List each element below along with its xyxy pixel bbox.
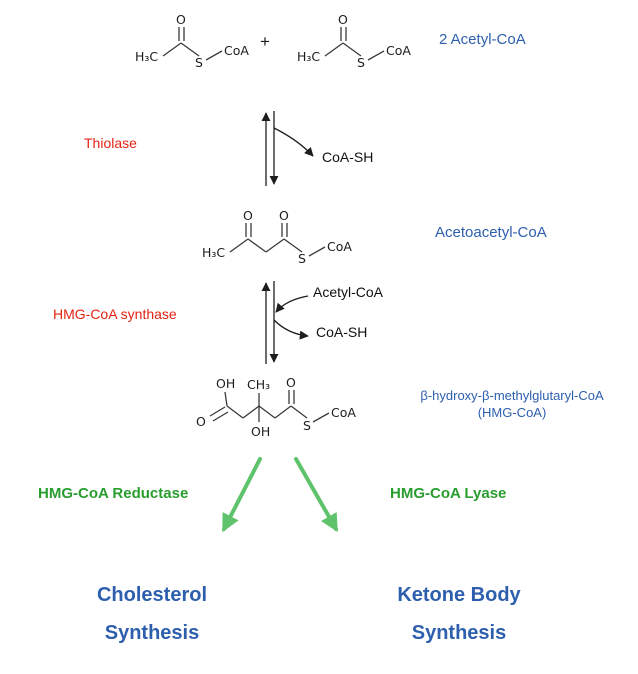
- enzyme-label-synthase: HMG-CoA synthase: [53, 306, 177, 322]
- byproduct-curved-arrow: [273, 127, 314, 157]
- substrate-label: 2 Acetyl-CoA: [439, 31, 526, 48]
- bond-lines: [229, 223, 326, 257]
- right-branch-arrow: [294, 457, 338, 533]
- outcome-right-line1: Ketone Body: [397, 584, 521, 606]
- branch-arrows: [222, 457, 338, 533]
- atom-label-o: O: [243, 208, 253, 223]
- atom-label-s: S: [298, 251, 306, 266]
- product-label: β-hydroxy-β-methylglutaryl-CoA (HMG-CoA): [387, 387, 637, 421]
- product-label-line1: β-hydroxy-β-methylglutaryl-CoA: [420, 388, 604, 403]
- atom-label-coa: CoA: [327, 239, 352, 254]
- intermediate-label: Acetoacetyl-CoA: [435, 224, 547, 241]
- atom-label-h3c: H₃C: [135, 49, 158, 64]
- bond-lines: [162, 27, 223, 61]
- equilibrium-arrows-step1: [261, 111, 314, 186]
- hmg-coa-structure: OH O CH₃ OH O S CoA: [196, 375, 356, 439]
- byproduct-label-coash-1: CoA-SH: [322, 149, 374, 165]
- reversible-arrow-lines: [261, 281, 309, 364]
- atom-label-coa: CoA: [331, 405, 356, 420]
- cosubstrate-label-acetylcoa: Acetyl-CoA: [313, 284, 384, 300]
- atom-label-o: O: [338, 14, 348, 27]
- enzyme-label-lyase: HMG-CoA Lyase: [390, 485, 507, 502]
- left-branch-arrow: [222, 457, 262, 533]
- atom-label-coa: CoA: [386, 43, 411, 58]
- outcome-ketone-body-synthesis: Ketone Body Synthesis: [369, 576, 549, 652]
- atom-label-h3c: H₃C: [297, 49, 320, 64]
- atom-label-h3c: H₃C: [202, 245, 225, 260]
- atom-label-o: O: [279, 208, 289, 223]
- outcome-left-line1: Cholesterol: [96, 584, 208, 606]
- byproduct-curved-arrow: [273, 319, 309, 340]
- atom-label-oh: OH: [251, 424, 270, 439]
- enzyme-label-thiolase: Thiolase: [84, 135, 137, 151]
- enzyme-label-reductase: HMG-CoA Reductase: [38, 485, 189, 502]
- atom-label-coa: CoA: [224, 43, 249, 58]
- equilibrium-arrows-step2: [261, 281, 309, 364]
- atom-label-s: S: [303, 418, 311, 433]
- outcome-right-line2: Synthesis: [411, 622, 507, 644]
- bond-lines: [324, 27, 385, 61]
- cosubstrate-curved-arrow: [275, 295, 309, 313]
- acetyl-coa-structure-1: H₃C O S CoA: [135, 14, 249, 70]
- atom-label-oh: OH: [216, 376, 235, 391]
- plus-sign: +: [260, 32, 270, 51]
- acetyl-coa-structure-2: H₃C O S CoA: [297, 14, 411, 70]
- reversible-arrow-lines: [261, 111, 314, 186]
- atom-label-s: S: [357, 55, 365, 70]
- outcome-left-line2: Synthesis: [104, 622, 200, 644]
- atom-label-o: O: [176, 14, 186, 27]
- product-label-line2: (HMG-CoA): [477, 405, 547, 420]
- byproduct-label-coash-2: CoA-SH: [316, 324, 368, 340]
- acetoacetyl-coa-structure: H₃C O O S CoA: [202, 208, 352, 266]
- atom-label-ch3: CH₃: [247, 377, 270, 392]
- atom-label-s: S: [195, 55, 203, 70]
- bond-lines: [209, 390, 330, 423]
- outcome-cholesterol-synthesis: Cholesterol Synthesis: [62, 576, 242, 652]
- atom-label-o: O: [196, 414, 206, 429]
- atom-label-o: O: [286, 375, 296, 390]
